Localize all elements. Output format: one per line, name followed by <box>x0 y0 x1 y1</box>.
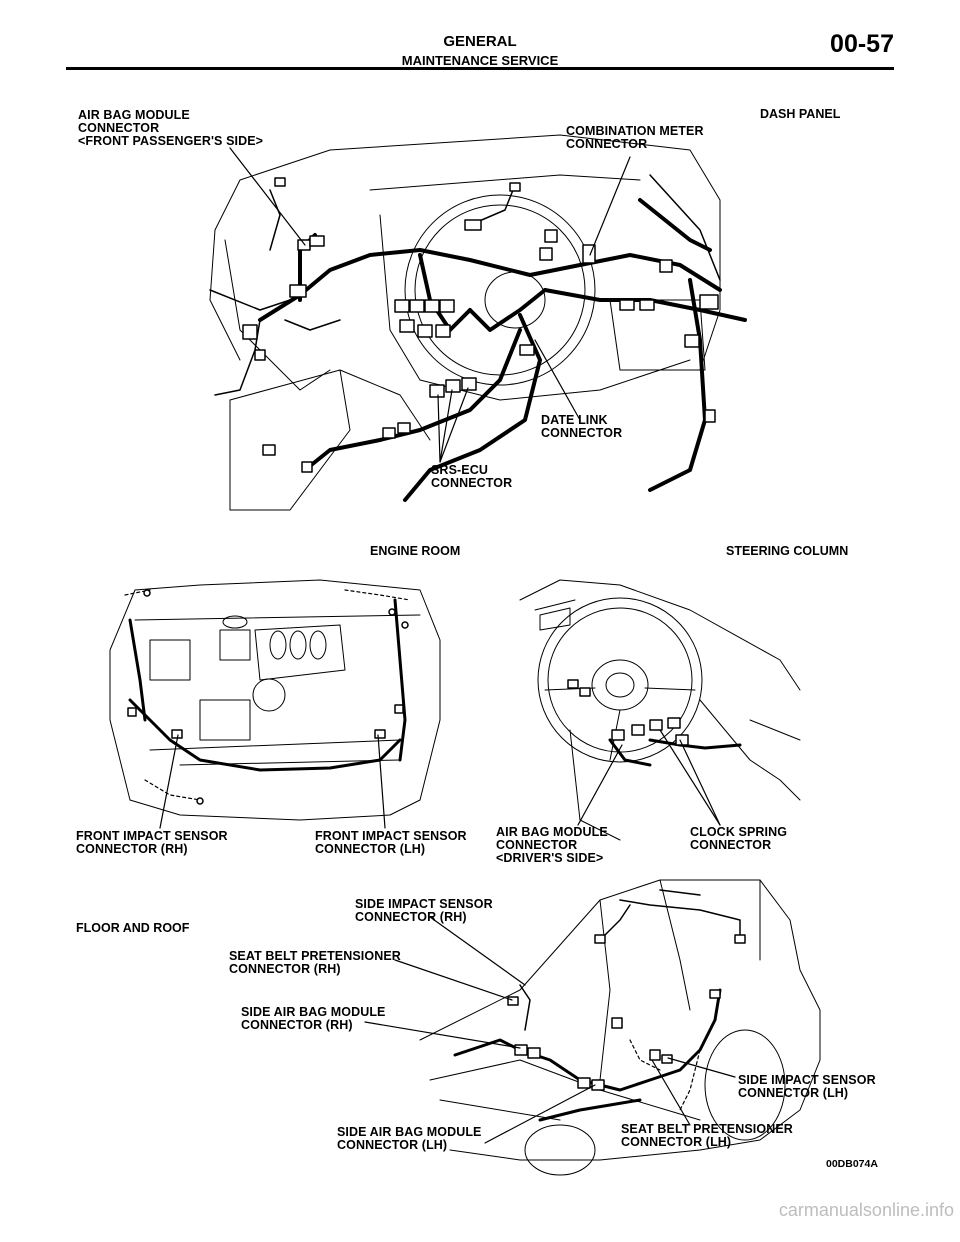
floor-harness <box>453 988 722 1122</box>
steering-connectors <box>567 679 689 746</box>
label-combination-meter: COMBINATION METER CONNECTOR <box>566 124 704 151</box>
floor-harness-thin <box>519 889 741 1031</box>
label-front-impact-rh: FRONT IMPACT SENSOR CONNECTOR (RH) <box>76 829 228 856</box>
section-label-floor-and-roof: FLOOR AND ROOF <box>76 921 190 935</box>
label-front-impact-lh: FRONT IMPACT SENSOR CONNECTOR (LH) <box>315 829 467 856</box>
label-seat-belt-rh: SEAT BELT PRETENSIONER CONNECTOR (RH) <box>229 949 401 976</box>
dash-panel-drawing <box>209 134 721 511</box>
steering-column-drawing <box>519 579 801 841</box>
watermark[interactable]: carmanualsonline.info <box>778 1200 954 1220</box>
label-airbag-driver: AIR BAG MODULE CONNECTOR <DRIVER'S SIDE> <box>496 825 608 865</box>
dash-leaders <box>229 147 631 463</box>
engine-harness <box>128 598 407 772</box>
figure-code: 00DB074A <box>826 1158 878 1170</box>
floor-connectors <box>507 934 746 1091</box>
engine-leaders <box>159 734 386 829</box>
steering-harness <box>608 738 742 767</box>
steering-leaders <box>577 729 721 826</box>
section-label-engine-room: ENGINE ROOM <box>370 544 461 558</box>
dash-connectors <box>242 177 719 473</box>
label-side-impact-rh: SIDE IMPACT SENSOR CONNECTOR (RH) <box>355 897 493 924</box>
section-label-dash-panel: DASH PANEL <box>760 107 841 121</box>
label-airbag-passenger: AIR BAG MODULE CONNECTOR <FRONT PASSENGE… <box>78 108 264 148</box>
section-label-steering-column: STEERING COLUMN <box>726 544 849 558</box>
header-rule <box>66 67 894 70</box>
label-side-airbag-lh: SIDE AIR BAG MODULE CONNECTOR (LH) <box>337 1125 482 1152</box>
section-subtitle: MAINTENANCE SERVICE <box>401 53 559 68</box>
label-side-impact-lh: SIDE IMPACT SENSOR CONNECTOR (LH) <box>738 1073 876 1100</box>
dash-harness <box>258 198 747 502</box>
label-date-link: DATE LINK CONNECTOR <box>541 413 623 440</box>
section-title: GENERAL <box>443 33 517 50</box>
label-seat-belt-lh: SEAT BELT PRETENSIONER CONNECTOR (LH) <box>621 1122 793 1149</box>
label-clock-spring: CLOCK SPRING CONNECTOR <box>690 825 788 852</box>
label-side-airbag-rh: SIDE AIR BAG MODULE CONNECTOR (RH) <box>241 1005 386 1032</box>
engine-room-drawing <box>109 579 441 821</box>
dash-harness-thin <box>209 174 721 396</box>
floor-harness-dash <box>629 1039 701 1111</box>
page-number: 00-57 <box>830 30 894 58</box>
label-srs-ecu: SRS-ECU CONNECTOR <box>431 463 513 490</box>
engine-connectors <box>127 589 409 805</box>
floor-leaders <box>364 916 736 1144</box>
